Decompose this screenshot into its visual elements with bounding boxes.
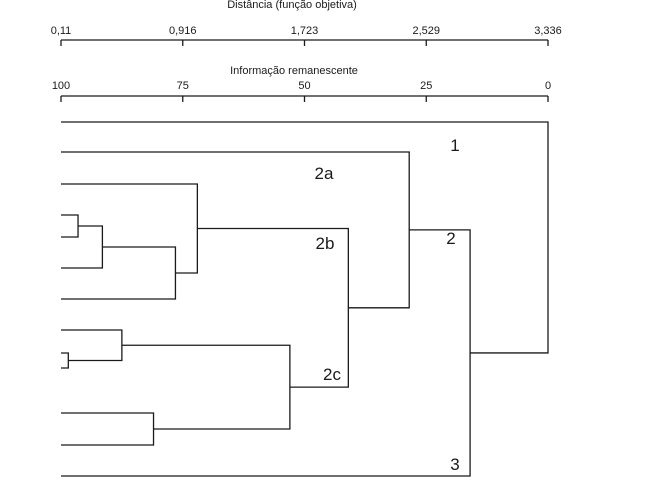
dendrogram-link-m12 [61,121,549,354]
dendrogram-link-m4 [61,183,199,274]
dendrogram-link-m1 [61,214,79,238]
cluster-labels: 1 2a 2b 2c 2 3 [315,136,460,474]
dendrogram-link-m8 [121,344,291,430]
top-axis-tick-label: 0,916 [169,25,197,37]
second-axis-title: Informação remanescente [230,65,358,77]
dendrogram-link-m10 [61,151,410,309]
top-axis-tick-label: 3,336 [534,25,562,37]
dendrogram-links [61,121,549,477]
dendrogram-link-m3 [61,246,177,300]
second-axis-tick-label: 50 [298,80,310,92]
top-axis-title: Distância (função objetiva) [227,0,357,11]
dendrogram-link-m7 [61,412,155,446]
cluster-label-2c: 2c [323,365,341,384]
second-axis-tick-label: 25 [420,80,432,92]
dendrogram-link-m2 [61,225,104,269]
dendrogram-link-m6 [61,329,123,362]
second-axis-tick-label: 75 [177,80,189,92]
cluster-label-2b: 2b [316,234,335,253]
cluster-label-1: 1 [450,136,459,155]
dendrogram-link-m5 [61,352,69,369]
second-axis-tick-label: 0 [545,80,551,92]
cluster-label-2: 2 [446,229,455,248]
top-axis: 0,11 0,916 1,723 2,529 3,336 [51,25,562,46]
second-axis: 100 75 50 25 0 [52,80,551,102]
top-axis-tick-label: 1,723 [291,25,319,37]
second-axis-tick-label: 100 [52,80,70,92]
top-axis-tick-label: 0,11 [51,25,72,37]
cluster-label-3: 3 [450,455,459,474]
top-axis-tick-label: 2,529 [412,25,440,37]
cluster-label-2a: 2a [315,164,334,183]
